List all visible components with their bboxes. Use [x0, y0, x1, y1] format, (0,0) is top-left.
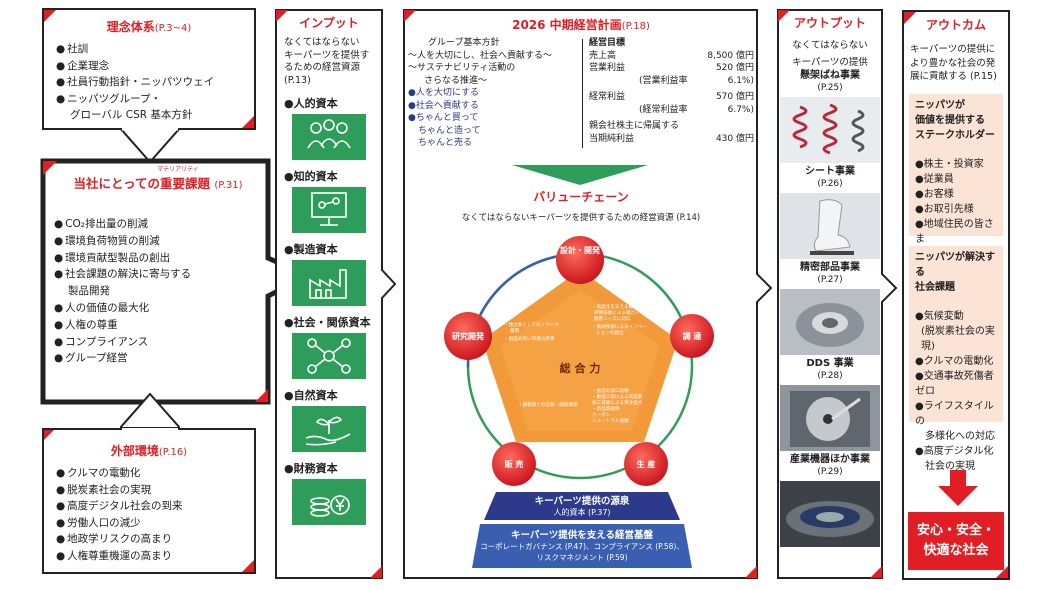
- value-chain-node-2: 生 産: [637, 459, 656, 469]
- external-box: 外部環境(P.16) クルマの電動化 脱炭素社会の実現 高度デジタル社会の到来 …: [42, 428, 256, 574]
- network-icon: [292, 333, 366, 379]
- capital-intellectual-label: ●知的資本: [284, 170, 338, 183]
- value-chain-node-4: 研究開発: [452, 331, 485, 341]
- yen-coins-icon: [292, 479, 366, 525]
- value-chain-node-1: 調 達: [683, 331, 702, 341]
- output-title: アウトプット: [793, 16, 866, 30]
- plan-section: 2026 中期経営計画(P.18) グループ基本方針 〜人を大切にし、社会へ貢献…: [408, 16, 754, 150]
- seat-image: [780, 193, 880, 259]
- philosophy-box: 理念体系(P.3~4) 社訓 企業理念 社員行動指針・ニッパツウェイ ニッパツグ…: [42, 8, 256, 130]
- svg-text:・製品の高い市場占有率: ・製品の高い市場占有率: [504, 335, 555, 342]
- capital-natural-label: ●自然資本: [284, 389, 338, 402]
- down-arrow-red: [938, 470, 978, 506]
- materiality-list: CO₂排出量の削減 環境負荷物質の削減 環境貢献型製品の創出 社会課題の解決に寄…: [54, 216, 268, 367]
- sprout-hand-icon: [292, 406, 366, 452]
- stakeholder-box: ニッパツが 価値を提供する ステークホルダー 株主・投資家 従業員 お客様 お取…: [909, 93, 1003, 245]
- social-issues-box: ニッパツが解決する 社会課題 気候変動 (脱炭素社会の実現) クルマの電動化 交…: [909, 245, 1003, 472]
- precision-image: [780, 289, 880, 355]
- svg-text:顧客ニーズに対応: 顧客ニーズに対応: [594, 315, 631, 322]
- value-chain-node-0: 設計・開発: [560, 245, 601, 255]
- svg-text:蓄積: 蓄積: [510, 327, 520, 334]
- external-title: 外部環境(P.16): [110, 444, 188, 458]
- external-pointer: [120, 392, 180, 429]
- hdd-image: [780, 385, 880, 451]
- svg-text:・独立系としてのノウハウ: ・独立系としてのノウハウ: [504, 321, 559, 328]
- plan-title: 2026 中期経営計画(P.18): [512, 18, 650, 32]
- svg-text:カーボン: カーボン: [592, 411, 611, 418]
- capital-financial-label: ●財務資本: [284, 462, 338, 475]
- business-dds: DDS 事業(P.28): [806, 358, 854, 381]
- foundation-source: [484, 492, 680, 520]
- svg-text:・製造工程による高品質: ・製造工程による高品質: [592, 393, 643, 400]
- output-desc: なくてはならない キーパーツの提供: [792, 40, 868, 68]
- philosophy-title: 理念体系(P.3~4): [106, 20, 192, 34]
- outcome-desc: キーパーツの提供に より豊かな社会の発 展に貢献する (P.15): [910, 44, 997, 82]
- outcome-title: アウトカム: [925, 18, 986, 32]
- svg-text:加工技術による受注拡大: 加工技術による受注拡大: [592, 399, 643, 406]
- business-industrial: 産業機器ほか事業(P.29): [790, 454, 870, 477]
- input-desc: なくてはならない キーパーツを提供す るための経営資源 (P.13): [284, 37, 370, 86]
- svg-text:・独自の加工技術: ・独自の加工技術: [592, 387, 629, 394]
- philosophy-list: 社訓 企業理念 社員行動指針・ニッパツウェイ ニッパツグループ・ グローバル C…: [56, 41, 254, 124]
- factory-icon: [292, 260, 366, 306]
- people-icon: [292, 114, 366, 160]
- value-chain-center: 総 合 力: [560, 361, 601, 375]
- monitor-icon: [292, 187, 366, 233]
- stakeholder-list: 株主・投資家 従業員 お客様 お取引先様 地域住民の皆さま: [915, 157, 997, 247]
- capital-social-label: ●社会・関係資本: [284, 316, 371, 329]
- capital-manufactured-label: ●製造資本: [284, 243, 338, 256]
- goal-box: 安心・安全・ 快適な社会: [908, 512, 1004, 570]
- business-precision: 精密部品事業(P.27): [800, 262, 860, 285]
- input-column: インプット なくてはならない キーパーツを提供す るための経営資源 (P.13)…: [278, 10, 380, 525]
- foundation-base: [472, 524, 692, 568]
- value-chain-node-3: 販 売: [505, 459, 524, 469]
- capital-human-label: ●人的資本: [284, 97, 338, 110]
- svg-text:・新品質提供: ・新品質提供: [592, 405, 620, 412]
- value-chain-center-label: 総 合 力: [560, 361, 601, 375]
- industrial-image: [780, 481, 880, 547]
- svg-text:評価技術による確たい: 評価技術による確たい: [594, 309, 640, 316]
- business-seat: シート事業(P.26): [805, 166, 855, 189]
- external-list: クルマの電動化 脱炭素社会の実現 高度デジタル社会の到来 労働人口の減少 地政学…: [56, 465, 254, 564]
- materiality-content: マテリアリティ 当社にとっての重要課題 (P.31) CO₂排出量の削減 環境負…: [48, 164, 268, 367]
- foundation-base-text: キーパーツ提供を支える経営基盤 コーポレートガバナンス (P.47)、コンプライ…: [480, 530, 684, 562]
- input-title: インプット: [299, 16, 359, 30]
- value-chain-header: バリューチェーン なくてはならないキーパーツを提供するための経営資源 (P.14…: [461, 190, 701, 223]
- social-issues-list: 気候変動 (脱炭素社会の実現) クルマの電動化 交通事故死傷者ゼロ ライフスタイ…: [915, 309, 997, 474]
- business-spring: 懸架ばね事業(P.25): [800, 70, 860, 93]
- svg-text:・高度化を支える顧客: ・高度化を支える顧客: [592, 303, 638, 310]
- spring-image: [780, 97, 880, 163]
- output-column: アウトプット なくてはならない キーパーツの提供 懸架ばね事業(P.25) シー…: [779, 10, 881, 549]
- svg-text:ションの創出: ションの創出: [596, 329, 624, 336]
- plan-policy: グループ基本方針 〜人を大切にし、社会へ貢献する〜 〜サステナビリティ活動の さ…: [408, 38, 553, 148]
- value-chain-diagram: ・独立系としてのノウハウ 蓄積 ・製品の高い市場占有率 ・高度化を支える顧客 評…: [444, 236, 714, 486]
- svg-text:ニュートラル貢献: ニュートラル貢献: [592, 417, 629, 424]
- philosophy-pointer: [120, 128, 180, 164]
- svg-text:・顧客様との信頼・関係関係: ・顧客様との信頼・関係関係: [518, 401, 578, 408]
- materiality-title: 当社にとっての重要課題 (P.31): [73, 176, 243, 191]
- svg-text:・素材技術によるイノベー: ・素材技術によるイノベー: [592, 323, 647, 330]
- foundation-source-text: キーパーツ提供の源泉 人的資本 (P.37): [534, 496, 630, 517]
- down-arrow-green: [512, 165, 648, 185]
